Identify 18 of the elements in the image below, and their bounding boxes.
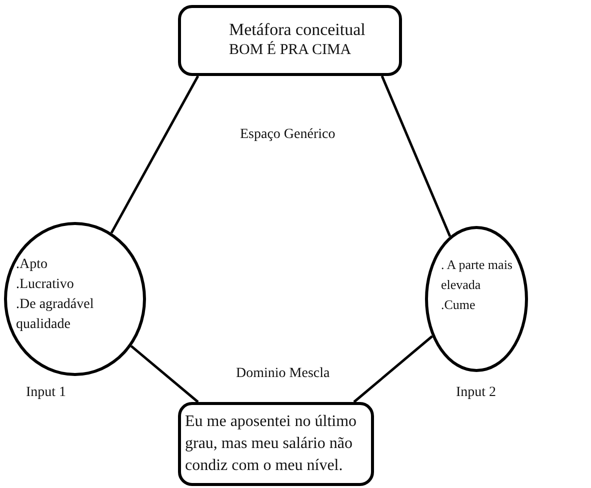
- node-text: Metáfora conceitual: [229, 19, 366, 40]
- connector-line: [353, 335, 433, 403]
- space-label: Input 2: [456, 385, 496, 401]
- space-label: Espaço Genérico: [240, 127, 336, 143]
- node-text: .Cume: [441, 296, 476, 314]
- node-text: Eu me aposentei no último grau, mas meu salário não condiz com o meu nível.: [185, 412, 358, 476]
- concept-box: [178, 5, 402, 76]
- connector-line: [380, 76, 452, 237]
- node-text: BOM É PRA CIMA: [229, 40, 352, 60]
- node-text: .De agradável qualidade: [16, 296, 95, 334]
- space-label: Input 1: [26, 385, 66, 401]
- node-text: .Apto: [16, 256, 48, 274]
- concept-box: [178, 402, 374, 486]
- space-label: Dominio Mescla: [236, 366, 330, 382]
- node-text: . A parte mais elevada: [441, 256, 514, 294]
- node-text: .Lucrativo: [16, 276, 75, 294]
- connector-line: [130, 345, 199, 403]
- connector-line: [110, 75, 200, 234]
